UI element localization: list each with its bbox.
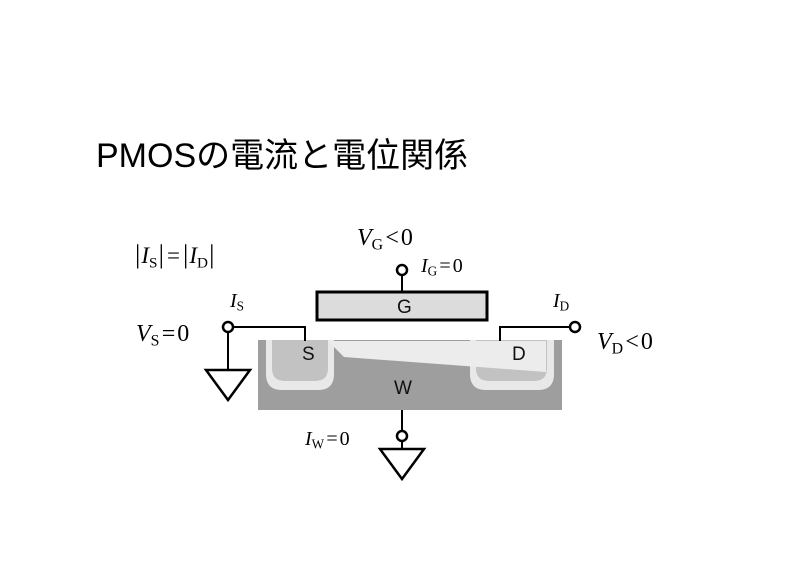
drain-voltage-subscript: D: [611, 340, 624, 358]
source-terminal-node: [221, 320, 235, 334]
well-current-subscript: W: [311, 436, 325, 452]
source-voltage-value: 0: [177, 321, 190, 347]
drain-current-symbol: I: [553, 290, 560, 312]
drain-lead-wire: [499, 326, 570, 341]
gate-current-symbol: I: [421, 255, 428, 277]
gate-electrode: [315, 290, 489, 322]
well-current-symbol: I: [305, 428, 312, 450]
drain-region-label: D: [512, 344, 526, 365]
source-current-label: IS: [230, 291, 244, 313]
drain-voltage-operator: <: [625, 329, 639, 355]
gate-current-operator: =: [439, 255, 451, 277]
source-region: [272, 340, 328, 381]
source-voltage-operator: =: [161, 321, 176, 347]
current-subscript-source: S: [149, 254, 158, 272]
source-ground-symbol: [203, 368, 253, 403]
abs-bar-close-left: |: [158, 239, 164, 269]
source-current-symbol: I: [230, 290, 237, 312]
gate-voltage-symbol: V: [357, 225, 372, 251]
gate-current-subscript: G: [427, 263, 438, 279]
inversion-channel: [328, 341, 546, 372]
well-current-operator: =: [326, 428, 338, 450]
well-current-value: 0: [339, 428, 350, 450]
source-current-subscript: S: [236, 298, 245, 314]
source-lead-wire: [233, 326, 306, 341]
drain-current-subscript: D: [559, 298, 570, 314]
current-subscript-drain: D: [197, 254, 209, 272]
gate-voltage-operator: <: [385, 225, 399, 251]
gate-current-label: IG=0: [421, 256, 463, 278]
well-region-label: W: [394, 378, 412, 399]
gate-voltage-value: 0: [400, 225, 413, 251]
gate-region-label: G: [397, 297, 412, 318]
current-equality-label: |IS|=|ID|: [134, 239, 216, 272]
abs-bar-open-left: |: [135, 239, 141, 269]
source-voltage-label: VS=0: [136, 322, 189, 349]
well-terminal-node: [395, 429, 409, 443]
well-current-label: IW=0: [305, 429, 350, 451]
source-voltage-symbol: V: [136, 321, 151, 347]
drain-current-label: ID: [553, 291, 569, 313]
gate-voltage-subscript: G: [371, 236, 384, 254]
gate-current-value: 0: [452, 255, 463, 277]
source-voltage-subscript: S: [150, 332, 160, 350]
current-symbol-source: I: [141, 243, 150, 268]
drain-voltage-label: VD<0: [597, 330, 653, 357]
gate-voltage-label: VG<0: [357, 226, 413, 253]
well-ground-symbol: [377, 447, 427, 482]
gate-terminal-node: [395, 263, 409, 277]
page-title: PMOSの電流と電位関係: [96, 137, 469, 175]
abs-bar-open-right: |: [182, 239, 189, 269]
abs-bar-close-right: |: [209, 239, 215, 269]
drain-voltage-symbol: V: [597, 329, 612, 355]
drain-terminal-node: [568, 320, 582, 334]
current-symbol-drain: I: [189, 243, 197, 268]
source-region-label: S: [302, 344, 315, 365]
equality-operator: =: [167, 243, 180, 268]
drain-voltage-value: 0: [640, 329, 653, 355]
